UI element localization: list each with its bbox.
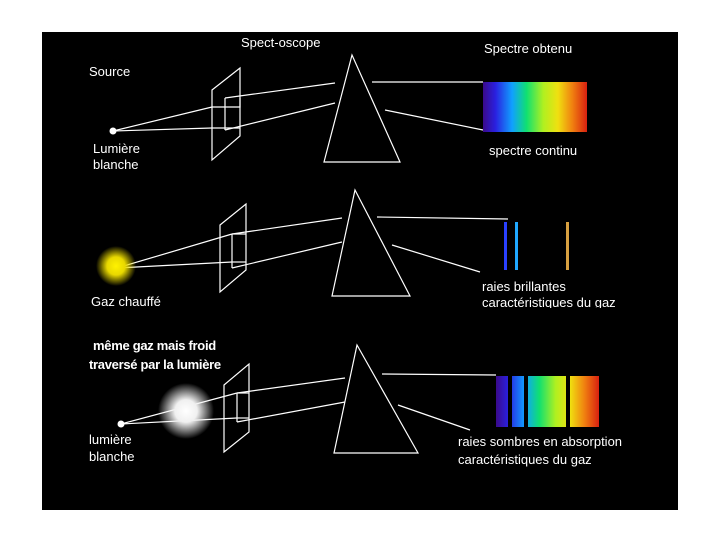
slit-3 bbox=[223, 362, 250, 454]
label-lumiere-blanche-3a: lumière bbox=[89, 432, 132, 447]
label-spectre-obtenu: Spectre obtenu bbox=[484, 41, 573, 56]
label-gaz-chauffe: Gaz chauffé bbox=[91, 294, 161, 309]
label-lumiere-blanche-1a: Lumière bbox=[93, 141, 140, 156]
cold-gas-glow bbox=[158, 383, 214, 439]
prism-1 bbox=[323, 53, 401, 163]
label-raies-sombres-1: raies sombres en absorption bbox=[458, 434, 623, 449]
emission-line-blue-1 bbox=[504, 222, 507, 270]
label-raies-brillantes-1: raies brillantes bbox=[482, 279, 566, 294]
label-raies-brillantes-2: caractéristiques du gaz bbox=[482, 295, 616, 308]
row-continuous-spectrum bbox=[112, 53, 484, 163]
input-ray-1 bbox=[112, 106, 213, 132]
row-absorption-lines bbox=[120, 343, 497, 454]
label-source: Source bbox=[89, 64, 131, 79]
absorption-spectrum bbox=[496, 376, 599, 427]
prism-2 bbox=[331, 188, 411, 297]
label-spectroscope: Spect-oscope bbox=[241, 35, 321, 50]
hot-gas-glow bbox=[96, 246, 136, 286]
dark-line-3 bbox=[566, 376, 570, 427]
white-light-source-1 bbox=[109, 127, 117, 135]
label-raies-sombres-2: caractéristiques du gaz bbox=[458, 452, 592, 467]
row-emission-lines bbox=[116, 188, 509, 297]
dark-line-2 bbox=[524, 376, 528, 427]
emission-line-blue-2 bbox=[515, 222, 518, 270]
label-meme-gaz-1: même gaz mais froid bbox=[93, 338, 216, 353]
dark-line-1 bbox=[508, 376, 512, 427]
label-lumiere-blanche-1b: blanche bbox=[93, 157, 139, 172]
slit-1 bbox=[211, 66, 241, 162]
label-spectre-continu: spectre continu bbox=[489, 143, 578, 158]
label-lumiere-blanche-3b: blanche bbox=[89, 449, 135, 464]
continuous-spectrum bbox=[483, 82, 587, 132]
emission-line-orange bbox=[566, 222, 569, 270]
white-light-source-3 bbox=[117, 420, 125, 428]
label-meme-gaz-2: traversé par la lumière bbox=[89, 357, 221, 372]
slit-2 bbox=[219, 202, 247, 294]
prism-3 bbox=[333, 343, 420, 454]
